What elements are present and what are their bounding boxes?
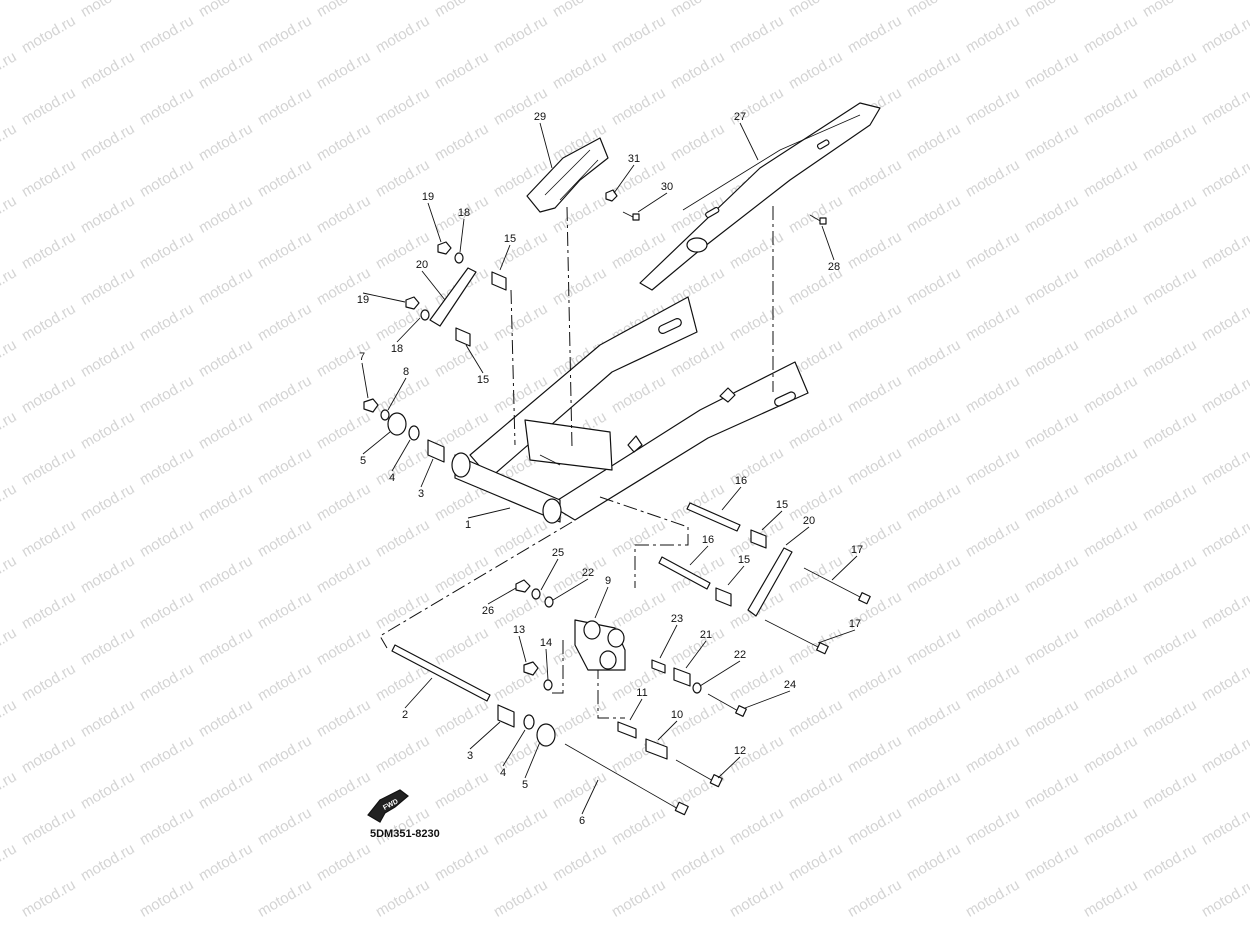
callout-18b: 18 — [391, 343, 403, 355]
leader-line-30 — [637, 192, 668, 213]
callout-3b: 3 — [467, 750, 473, 762]
callout-5a: 5 — [360, 455, 366, 467]
leader-line-3b — [469, 721, 501, 750]
callout-15d: 15 — [738, 554, 750, 566]
leader-line-24 — [744, 690, 791, 709]
leader-line-28 — [821, 225, 835, 261]
leader-line-23 — [659, 624, 678, 659]
callout-15a: 15 — [504, 233, 516, 245]
callout-15b: 15 — [477, 374, 489, 386]
leader-line-18b — [396, 317, 421, 343]
callout-20a: 20 — [416, 259, 428, 271]
callout-25: 25 — [552, 547, 564, 559]
leader-line-21 — [685, 640, 707, 669]
leader-line-8 — [387, 377, 407, 411]
leader-line-27 — [739, 122, 759, 161]
leader-line-13 — [518, 635, 527, 663]
leader-line-31 — [613, 164, 635, 194]
small-parts — [363, 189, 871, 816]
callout-7: 7 — [359, 351, 365, 363]
callout-30: 30 — [661, 181, 673, 193]
leader-line-4a — [391, 439, 411, 472]
callout-24: 24 — [784, 679, 796, 691]
callout-28: 28 — [828, 261, 840, 273]
leader-line-20b — [785, 526, 810, 546]
leader-line-19a — [427, 202, 442, 243]
leader-line-19b — [362, 292, 406, 303]
leader-line-7 — [361, 362, 369, 399]
leader-line-18a — [459, 218, 465, 253]
callout-2: 2 — [402, 709, 408, 721]
leader-line-9 — [594, 586, 609, 619]
leader-line-26 — [487, 587, 517, 605]
callout-17b: 17 — [849, 618, 861, 630]
leader-line-4b — [502, 729, 526, 767]
callout-23: 23 — [671, 613, 683, 625]
callout-12: 12 — [734, 745, 746, 757]
leader-line-25 — [540, 558, 559, 591]
leader-line-22b — [699, 660, 741, 687]
leader-line-17b — [817, 629, 856, 644]
leader-line-15c — [761, 510, 783, 531]
leader-line-15d — [727, 565, 745, 586]
callout-20b: 20 — [803, 515, 815, 527]
callout-10: 10 — [671, 709, 683, 721]
callout-4b: 4 — [500, 767, 506, 779]
leader-line-14 — [545, 648, 549, 681]
callout-21: 21 — [700, 629, 712, 641]
callout-22b: 22 — [734, 649, 746, 661]
callout-14: 14 — [540, 637, 552, 649]
fwd-arrow-icon: FWD — [367, 789, 409, 823]
leader-line-15a — [499, 244, 511, 271]
leader-lines — [361, 122, 858, 815]
leader-line-5b — [524, 741, 541, 779]
alignment-lines — [379, 206, 774, 719]
leader-line-11 — [629, 698, 643, 721]
leader-line-12 — [717, 756, 741, 779]
callout-15c: 15 — [776, 499, 788, 511]
leader-line-29 — [539, 122, 553, 169]
callout-19b: 19 — [357, 294, 369, 306]
swingarm — [451, 296, 809, 524]
callout-8: 8 — [403, 366, 409, 378]
chain-case — [639, 102, 881, 291]
leader-line-22a — [552, 578, 589, 601]
callout-5b: 5 — [522, 779, 528, 791]
leader-line-3a — [420, 458, 434, 488]
callout-31: 31 — [628, 153, 640, 165]
leader-line-10 — [657, 720, 678, 741]
callout-17a: 17 — [851, 544, 863, 556]
callout-26: 26 — [482, 605, 494, 617]
leader-line-16b — [689, 545, 709, 566]
callout-labels: 2931302728191815201918157854311615201615… — [357, 111, 863, 827]
callout-1: 1 — [465, 519, 471, 531]
leader-line-6 — [581, 779, 599, 815]
leader-line-1 — [467, 507, 511, 519]
callout-18a: 18 — [458, 207, 470, 219]
callout-29: 29 — [534, 111, 546, 123]
callout-6: 6 — [579, 815, 585, 827]
callout-27: 27 — [734, 111, 746, 123]
callout-11: 11 — [636, 687, 647, 699]
leader-line-20a — [421, 270, 446, 301]
callout-16b: 16 — [702, 534, 714, 546]
leader-line-2 — [404, 677, 433, 709]
chain-guide — [526, 137, 609, 213]
leader-line-5a — [362, 431, 391, 455]
leader-line-17a — [831, 555, 858, 581]
callout-4a: 4 — [389, 472, 395, 484]
leader-line-16a — [721, 486, 742, 511]
callout-22a: 22 — [582, 567, 594, 579]
callout-19a: 19 — [422, 191, 434, 203]
drawing-code: 5DM351-8230 — [370, 828, 440, 840]
callout-13: 13 — [513, 624, 525, 636]
callout-16a: 16 — [735, 475, 747, 487]
callout-3a: 3 — [418, 488, 424, 500]
leader-line-15b — [465, 344, 484, 374]
callout-9: 9 — [605, 575, 611, 587]
